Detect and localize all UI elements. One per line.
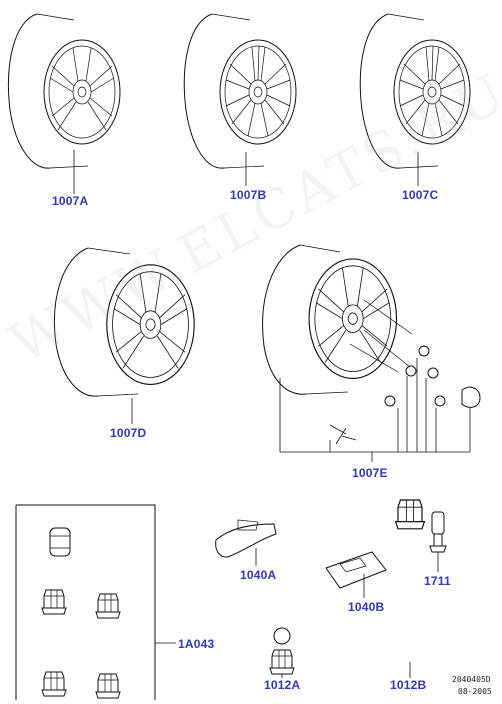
wheel-1007e-drawing xyxy=(262,244,417,445)
label-1040b: 1040B xyxy=(348,600,385,614)
wheel-nut-1012b-drawing xyxy=(395,499,426,678)
wheel-1007e-leader xyxy=(279,358,471,462)
label-1040a: 1040A xyxy=(240,568,277,582)
row1-leaders xyxy=(73,150,419,424)
label-1007c: 1007C xyxy=(402,188,439,202)
nut-set-box xyxy=(15,504,176,700)
lock-nut-1012a-drawing xyxy=(269,627,295,678)
weight-1040a-drawing xyxy=(215,519,277,566)
drawing-number: 2040405D xyxy=(452,675,491,684)
label-1012b: 1012B xyxy=(390,678,427,692)
label-1007d: 1007D xyxy=(110,426,147,440)
label-1711: 1711 xyxy=(424,574,451,588)
label-1012a: 1012A xyxy=(264,678,301,692)
wheel-e-fasteners xyxy=(384,345,481,408)
wheel-1007c-drawing xyxy=(359,13,471,169)
wheel-1007d-drawing xyxy=(53,247,195,397)
wheel-1007a-drawing xyxy=(7,13,121,169)
wheel-1007b-drawing xyxy=(183,13,297,169)
label-1a043: 1A043 xyxy=(178,637,215,651)
label-1007b: 1007B xyxy=(230,188,267,202)
drawing-date: 08-2005 xyxy=(458,687,492,696)
label-1007e: 1007E xyxy=(352,466,388,480)
weight-1040b-drawing xyxy=(325,551,387,598)
valve-1711-drawing xyxy=(429,511,447,572)
label-1007a: 1007A xyxy=(52,194,89,208)
